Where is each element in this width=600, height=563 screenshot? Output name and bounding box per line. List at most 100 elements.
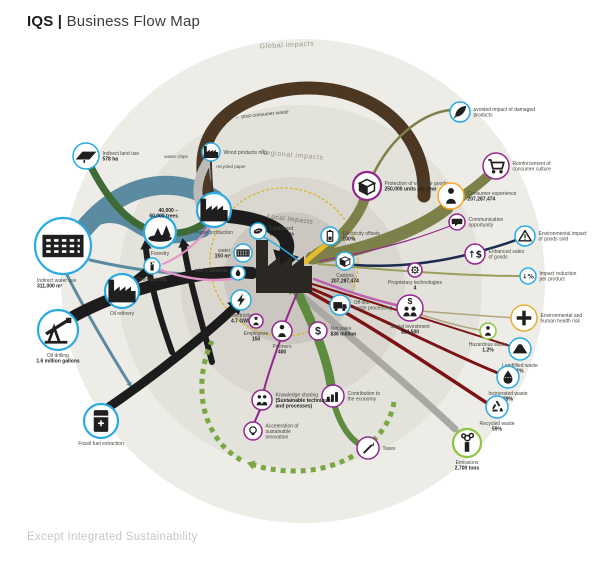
fire-icon bbox=[503, 370, 513, 384]
node-social-investment: $Social investment$14,500 bbox=[390, 294, 430, 336]
node-indirect-land-use-label: Indirect land use bbox=[103, 151, 140, 157]
node-inks-solvents-label: inks + solvents bbox=[195, 268, 228, 274]
node-cardboard-value: 6,000 tons bbox=[270, 232, 295, 238]
node-acceleration-sustainable-innovation-label: Acceleration of bbox=[266, 423, 300, 429]
node-employees-label: Employees bbox=[244, 331, 269, 337]
droplet-icon bbox=[235, 269, 241, 277]
battery-icon bbox=[326, 230, 334, 242]
node-electricity-offsets-value: 100% bbox=[343, 237, 356, 243]
node-reinforcement-consumer-culture-circle bbox=[482, 152, 510, 180]
person-icon bbox=[485, 326, 491, 336]
person-icon bbox=[446, 188, 456, 204]
node-fossil-fuel-extraction-label: Fossil fuel extraction bbox=[78, 441, 124, 447]
node-chemical-mfg-label: Chemical mfg. bbox=[136, 277, 168, 283]
flow-up-arrow-forestry-arrowhead bbox=[140, 240, 152, 250]
flow-pink-chem-to-paper bbox=[162, 227, 209, 265]
node-consumer-experience-value: 207,287,474 bbox=[468, 197, 496, 203]
node-environmental-human-health-risk-label: human health risk bbox=[541, 319, 581, 325]
title-text: Business Flow Map bbox=[66, 13, 201, 30]
barrel-icon bbox=[93, 410, 109, 432]
node-forestry-label: Forestry bbox=[151, 251, 170, 257]
svg-text:↓%: ↓% bbox=[522, 273, 534, 281]
node-employees-value: 150 bbox=[252, 337, 261, 343]
cardboard-icon bbox=[253, 228, 263, 234]
flow-oil-band bbox=[58, 266, 258, 328]
node-electricity-label: electricity bbox=[231, 313, 252, 319]
node-environmental-human-health-risk-label: Environmental and bbox=[541, 313, 583, 319]
svg-text:$: $ bbox=[315, 326, 321, 338]
pen-icon bbox=[362, 442, 375, 454]
node-landfilled-waste-value: 1% bbox=[516, 369, 524, 375]
dollar-icon: $ bbox=[315, 326, 321, 338]
flow-olive-main bbox=[305, 201, 454, 265]
node-acceleration-sustainable-innovation-label: innovation bbox=[266, 434, 289, 440]
node-wood-products-mfg-label: Wood products mfg. bbox=[224, 150, 269, 156]
node-emissions-value: 2,700 tons bbox=[455, 466, 480, 472]
node-electricity-value: 4.7 GWh bbox=[231, 319, 251, 325]
flow-water-to-fossil bbox=[65, 273, 131, 385]
node-reinforcement-consumer-culture-label: Reinforcement of bbox=[513, 161, 552, 167]
factory-icon bbox=[200, 198, 228, 222]
bulb-icon bbox=[249, 426, 257, 436]
node-contribution-to-economy-label: the economy bbox=[348, 397, 377, 403]
flow-paper-to-center bbox=[222, 209, 295, 260]
node-oil-drilling-label: Oil drilling bbox=[47, 353, 69, 359]
node-fossil-fuel-extraction: Fossil fuel extraction bbox=[78, 402, 124, 447]
node-off-site-waste-label: Off-site bbox=[354, 300, 370, 306]
flow-purple-partners bbox=[284, 290, 299, 324]
recycled-paper-label: recycled paper bbox=[216, 164, 246, 169]
node-enhanced-sales-of-goods-circle bbox=[464, 243, 486, 265]
node-partners-label: Partners bbox=[273, 344, 292, 350]
trees-icon bbox=[148, 225, 172, 242]
node-consumer-experience-circle bbox=[437, 182, 465, 210]
node-knowledge-sharing-value: (Sustainable techniques bbox=[276, 398, 334, 404]
node-communication-opportunity-label: Communication bbox=[469, 217, 504, 223]
flow-up-arrow-paper bbox=[181, 244, 215, 365]
node-taxes: Taxes bbox=[356, 436, 396, 460]
svg-text:$: $ bbox=[408, 296, 413, 306]
node-enhanced-sales-of-goods-label: of goods bbox=[489, 255, 509, 261]
node-acceleration-sustainable-innovation-label: sustainable bbox=[266, 429, 292, 435]
node-oil-drilling-value: 1.6 million gallons bbox=[36, 359, 80, 365]
node-cartons-value: 207,287,474 bbox=[331, 279, 359, 285]
node-environmental-impact-goods-sold-label: of goods sold bbox=[539, 237, 569, 243]
page-title: IQS | Business Flow Map bbox=[27, 13, 200, 30]
up-dollar-icon: ↑$ bbox=[468, 249, 482, 260]
mound-icon bbox=[512, 344, 528, 354]
node-communication-opportunity-label: opportunity bbox=[469, 223, 494, 229]
node-off-site-waste-label: waste processing bbox=[354, 306, 393, 312]
node-consumer-experience-label: Consumer experience bbox=[468, 191, 517, 197]
warning-icon bbox=[518, 229, 532, 242]
flow-tan-health-risk bbox=[420, 310, 516, 319]
factory-icon bbox=[203, 146, 219, 158]
cart-icon bbox=[488, 159, 505, 174]
node-knowledge-sharing-label: Knowledge sharing bbox=[276, 392, 319, 398]
node-forestry: Forestry bbox=[142, 214, 178, 257]
node-net-sales: $Net sales$36 million bbox=[308, 321, 356, 341]
truck-icon bbox=[333, 302, 347, 312]
node-electricity-offsets-circle bbox=[320, 226, 340, 246]
flow-green-dashed-main-arrowhead bbox=[246, 460, 256, 470]
central-factory bbox=[256, 240, 312, 293]
flow-tan-hazardous bbox=[418, 313, 481, 331]
node-protection-of-valuable-goods-label: Protection of valuable goods bbox=[385, 181, 449, 187]
node-oil-refinery-label: Oil refinery bbox=[110, 311, 135, 317]
node-recycled-waste-label: Recycled waste bbox=[479, 421, 514, 427]
